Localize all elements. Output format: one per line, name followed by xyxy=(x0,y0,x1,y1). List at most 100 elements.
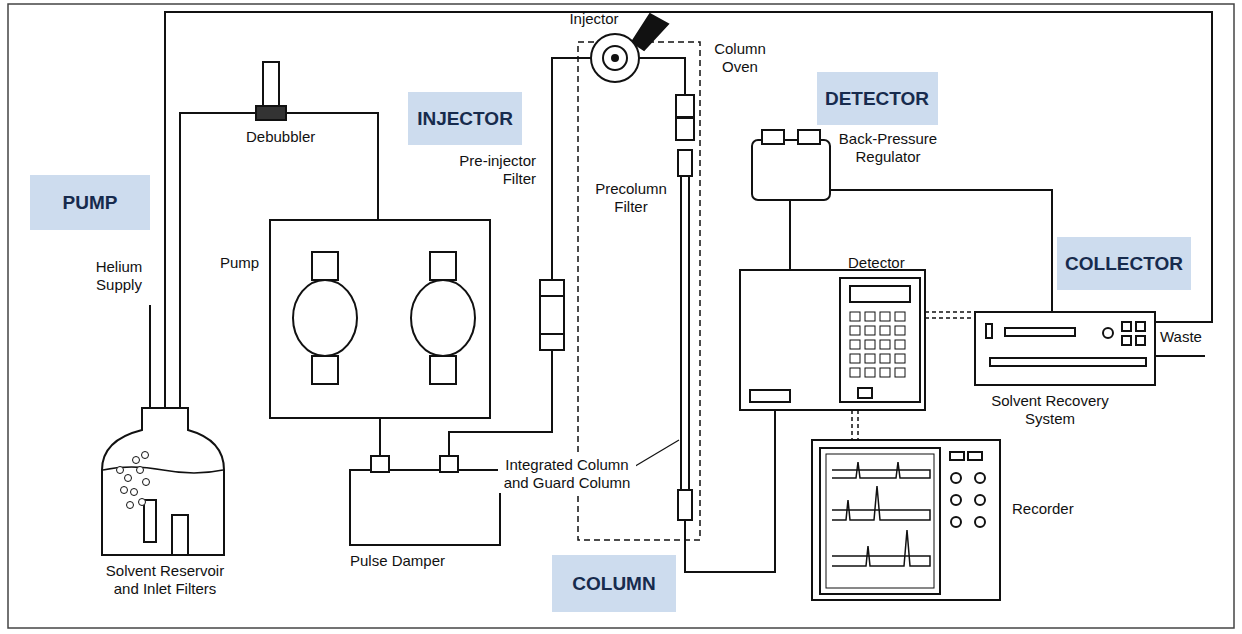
detector xyxy=(895,326,905,335)
solvent-recovery-system xyxy=(1136,336,1145,345)
recorder xyxy=(826,454,934,588)
tubing xyxy=(639,58,685,95)
detector xyxy=(858,388,872,398)
solvent-reservoir xyxy=(103,467,223,473)
recorder xyxy=(812,440,1000,600)
pump xyxy=(270,220,490,418)
back-pressure-regulator xyxy=(752,140,830,200)
tubing xyxy=(552,58,591,280)
solvent-reservoir xyxy=(133,457,140,464)
tubing xyxy=(379,418,381,458)
part-label: Helium Supply xyxy=(83,258,155,294)
detector xyxy=(895,312,905,321)
tubing xyxy=(685,410,775,572)
section-tag: PUMP xyxy=(30,175,150,230)
signal-cable xyxy=(857,410,859,440)
detector xyxy=(850,354,860,363)
back-pressure-regulator xyxy=(762,130,784,144)
detector xyxy=(840,278,920,402)
recorder xyxy=(975,495,985,505)
solvent-reservoir xyxy=(172,515,188,555)
column xyxy=(676,95,694,117)
solvent-recovery-system xyxy=(1005,328,1075,336)
debubbler xyxy=(256,106,286,120)
detector xyxy=(850,286,910,302)
tubing xyxy=(632,440,679,468)
pump xyxy=(411,280,475,356)
column xyxy=(681,176,689,490)
pulse-damper xyxy=(371,456,389,472)
pump xyxy=(430,252,456,280)
solvent-recovery-system xyxy=(1136,322,1145,331)
detector xyxy=(865,312,875,321)
injector xyxy=(612,55,618,61)
recorder xyxy=(820,448,940,594)
detector xyxy=(740,270,925,410)
solvent-recovery-system xyxy=(975,312,1155,385)
pump xyxy=(293,280,357,356)
section-tag: INJECTOR xyxy=(408,92,522,145)
back-pressure-regulator xyxy=(752,130,830,200)
recorder xyxy=(832,530,930,566)
part-label: Integrated Column and Guard Column xyxy=(498,455,636,493)
recorder xyxy=(812,440,1000,600)
part-label: Detector xyxy=(848,254,928,272)
recorder xyxy=(832,462,930,478)
solvent-reservoir xyxy=(142,452,149,459)
section-tag: COLUMN xyxy=(552,555,676,612)
tubing xyxy=(830,190,1052,312)
part-label: Column Oven xyxy=(705,40,775,76)
part-label: Recorder xyxy=(1012,500,1092,518)
detector xyxy=(880,340,890,349)
section-tag: DETECTOR xyxy=(817,72,938,125)
solvent-reservoir xyxy=(144,500,156,542)
solvent-reservoir xyxy=(125,475,132,482)
pulse-damper xyxy=(350,470,500,545)
solvent-recovery-system xyxy=(986,324,992,338)
tubing xyxy=(1155,355,1205,357)
part-label: Pre-injector Filter xyxy=(430,152,536,188)
pulse-damper xyxy=(440,456,458,472)
section-title: DETECTOR xyxy=(825,88,929,110)
pre-injector-filter xyxy=(540,295,564,297)
detector xyxy=(740,270,925,410)
detector xyxy=(880,354,890,363)
solvent-reservoir xyxy=(121,487,128,494)
part-label: Solvent Reservoir and Inlet Filters xyxy=(95,562,235,598)
section-title: INJECTOR xyxy=(417,108,513,130)
pre-injector-filter xyxy=(540,280,564,350)
section-title: COLUMN xyxy=(572,573,655,595)
column xyxy=(678,490,692,520)
recorder xyxy=(968,452,982,460)
solvent-recovery-system xyxy=(1122,322,1131,331)
column xyxy=(678,150,692,176)
detector xyxy=(750,390,790,402)
recorder xyxy=(975,473,985,483)
detector xyxy=(850,326,860,335)
pulse-damper xyxy=(350,456,500,545)
signal-cable xyxy=(925,317,975,319)
pump xyxy=(312,356,338,384)
column xyxy=(676,118,694,140)
detector xyxy=(865,340,875,349)
debubbler xyxy=(263,62,279,108)
detector xyxy=(865,354,875,363)
solvent-reservoir xyxy=(102,408,224,555)
debubbler xyxy=(256,62,286,120)
pump xyxy=(312,252,338,280)
solvent-reservoir xyxy=(127,502,134,509)
pump xyxy=(430,356,456,384)
frame xyxy=(8,4,1234,628)
part-label: Pump xyxy=(220,254,268,272)
section-title: PUMP xyxy=(63,192,118,214)
detector xyxy=(850,368,860,377)
pump xyxy=(270,220,490,418)
recorder xyxy=(951,473,961,483)
detector xyxy=(880,368,890,377)
part-label: Solvent Recovery System xyxy=(990,392,1110,428)
detector xyxy=(850,340,860,349)
recorder xyxy=(951,517,961,527)
section-title: COLLECTOR xyxy=(1065,253,1183,275)
tubing xyxy=(789,200,791,270)
